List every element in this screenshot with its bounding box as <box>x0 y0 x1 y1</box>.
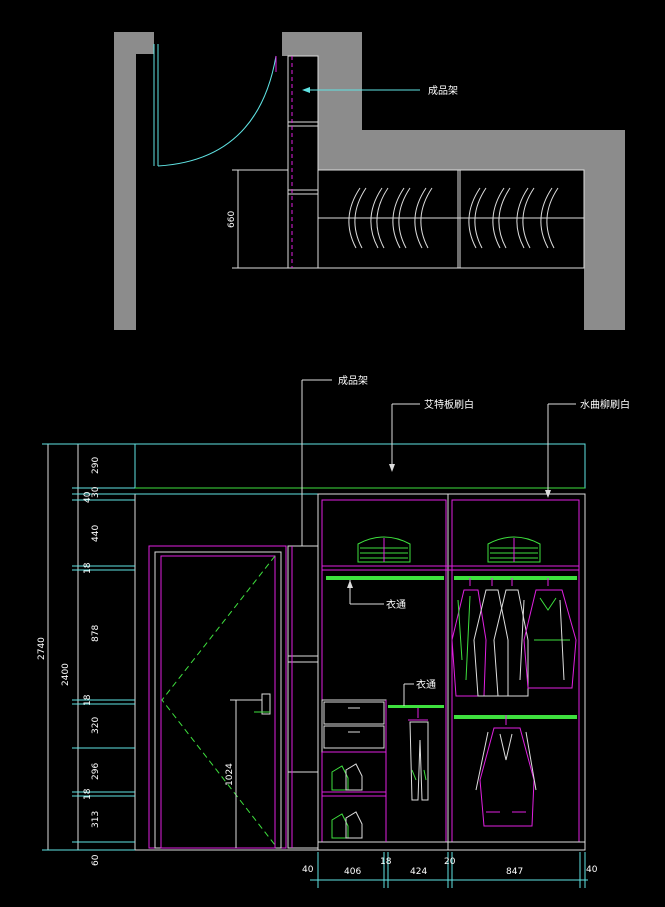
dim-seg-7: 18 <box>83 694 93 706</box>
dim-seg-4: 440 <box>91 525 101 542</box>
drawers <box>321 699 387 842</box>
label-cabinet: 水曲柳刷白 <box>580 398 630 411</box>
dim-bottom-5: 20 <box>444 857 456 867</box>
label-rail-2: 衣通 <box>416 678 436 691</box>
dim-seg-11: 313 <box>91 811 101 828</box>
dim-seg-5: 18 <box>83 562 93 574</box>
dim-bottom-3: 18 <box>380 857 392 867</box>
plan-depth-dim: 660 <box>227 211 237 228</box>
dim-bottom-2: 406 <box>344 867 361 877</box>
rail-small <box>388 705 444 708</box>
dim-seg-2: 40 <box>83 491 93 503</box>
dim-seg-12: 60 <box>91 854 101 866</box>
hanging-jackets-upper <box>451 578 577 697</box>
folded-clothes-left <box>357 536 411 563</box>
wardrobe-frame <box>317 493 586 851</box>
plan-wall-left <box>114 32 136 330</box>
dim-subtotal: 2400 <box>61 663 71 686</box>
dim-seg-8: 320 <box>91 717 101 734</box>
dim-seg-10: 18 <box>83 788 93 800</box>
dim-seg-6: 878 <box>91 625 101 642</box>
plan-wardrobe <box>317 169 585 269</box>
plan-wall-right <box>282 32 625 330</box>
label-shelf: 成品架 <box>338 375 368 387</box>
ceiling-bulkhead <box>134 443 586 489</box>
hanging-trousers <box>408 708 429 801</box>
plan-door-swing <box>157 55 277 167</box>
plan-shelf-unit <box>287 55 319 269</box>
shoes-upper <box>331 763 363 791</box>
plan-view: 成品架 660 <box>114 32 625 330</box>
rail-left <box>326 576 444 580</box>
dim-bottom-4: 424 <box>410 867 427 877</box>
dim-bottom-6: 847 <box>506 867 523 877</box>
shoes-lower <box>331 811 363 839</box>
dim-total: 2740 <box>37 637 47 660</box>
label-board: 艾特板刷白 <box>424 398 474 411</box>
elevation-view: 1024 <box>37 375 630 888</box>
bottom-dimensions: 40 406 18 424 20 847 40 <box>302 852 598 888</box>
plan-shelf-label: 成品架 <box>428 85 458 97</box>
label-rail-1: 衣通 <box>386 598 406 611</box>
dim-seg-9: 296 <box>91 763 101 780</box>
hanging-jacket-lower <box>475 715 537 827</box>
rail-right-bottom <box>454 715 577 719</box>
folded-clothes-right <box>487 536 541 563</box>
plan-hangers <box>348 187 559 249</box>
plan-wall-top-left <box>114 32 154 54</box>
handle-height-dim: 1024 <box>225 763 235 786</box>
dim-seg-1: 290 <box>91 457 101 474</box>
dim-seg-3: 30 <box>91 486 101 498</box>
door-handle <box>261 693 271 715</box>
dim-bottom-7: 40 <box>586 865 598 875</box>
left-dimensions: 2740 2400 290 40 30 440 18 878 18 320 29… <box>37 443 135 866</box>
rail-right-top <box>454 576 577 580</box>
door: 1024 <box>148 545 287 849</box>
dim-bottom-1: 40 <box>302 865 314 875</box>
